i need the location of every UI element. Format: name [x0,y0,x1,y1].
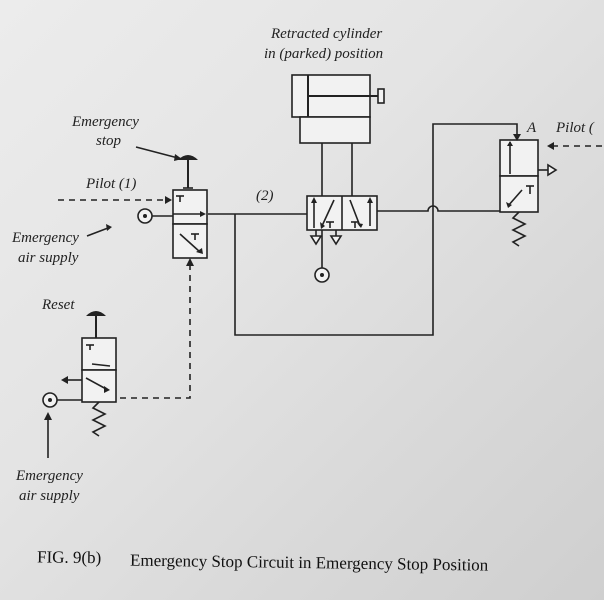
supply-1-label-line2: air supply [18,250,79,266]
emergency-supply-2 [42,392,82,458]
figure-title: Emergency Stop Circuit in Emergency Stop… [130,551,489,575]
reset-pilot-line [120,258,194,399]
emergency-stop-valve [172,155,208,259]
port-a-label: A [526,120,537,136]
emergency-supply-1 [86,208,173,237]
figure-caption: FIG. 9(b) Emergency Stop Circuit in Emer… [37,547,489,574]
cylinder-label-line2: in (parked) position [264,46,383,62]
supply-2-label-line1: Emergency [15,468,83,484]
emergency-stop-label-line2: stop [96,133,122,149]
cylinder-label-line1: Retracted cylinder [270,26,382,42]
supply-1-label-line1: Emergency [11,230,79,246]
supply-2-label-line2: air supply [19,488,80,504]
figure-number: FIG. 9(b) [37,547,101,567]
pilot-right-label: Pilot ( [555,120,595,136]
reset-valve [61,311,117,437]
line-2-label: (2) [256,188,274,204]
right-valve [499,134,604,247]
five-two-valve [306,195,378,283]
pilot-1-line [58,196,172,204]
connecting-lines [208,123,518,336]
emergency-stop-label-line1: Emergency [71,114,139,130]
pilot-1-label: Pilot (1) [85,176,136,192]
cylinder [291,74,385,144]
reset-label: Reset [41,297,75,313]
emergency-stop-leader [135,146,182,161]
labels: Retracted cylinder in (parked) position … [11,26,595,504]
